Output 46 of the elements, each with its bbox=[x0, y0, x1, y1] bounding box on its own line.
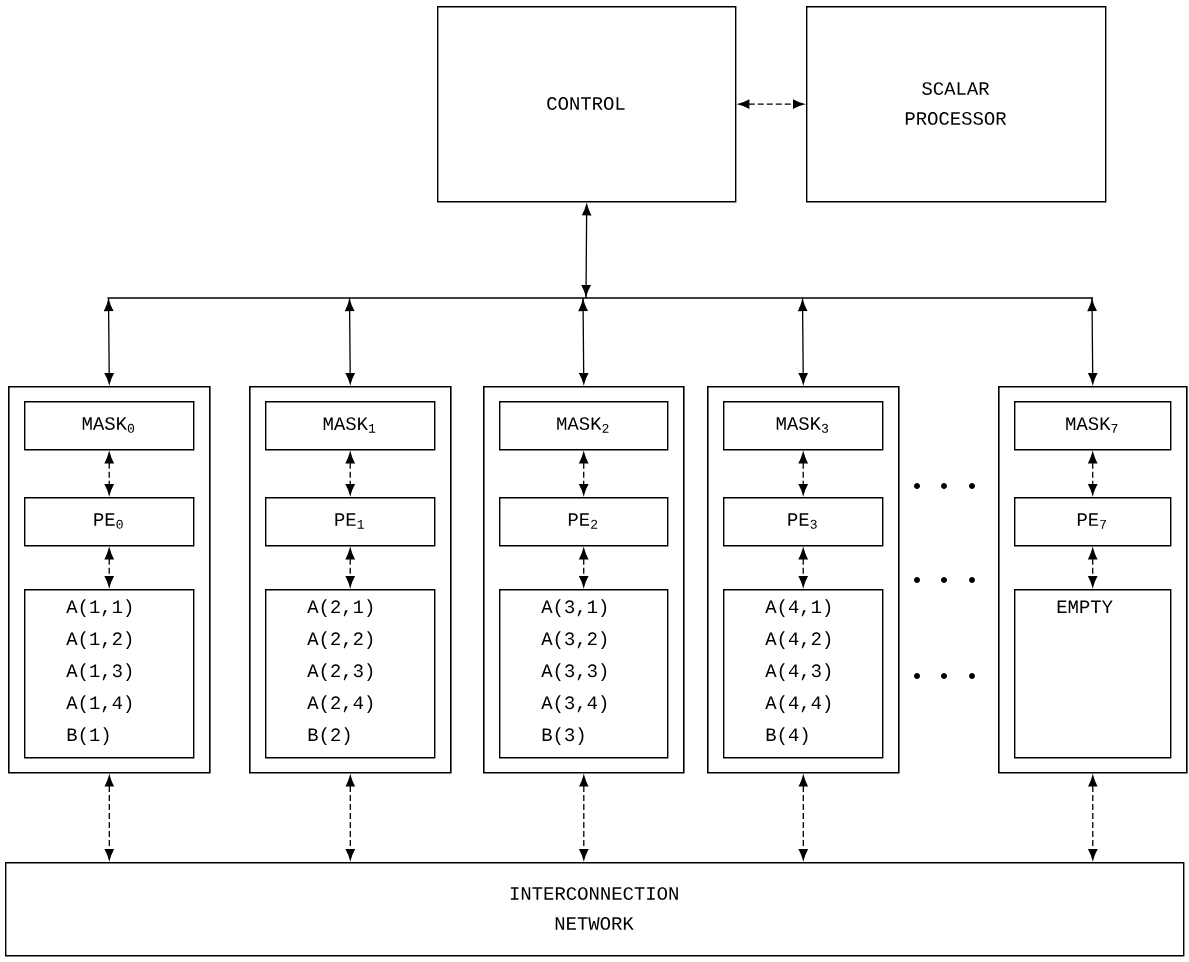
arrow bbox=[1088, 775, 1098, 861]
control-box: CONTROL bbox=[437, 6, 737, 203]
arrow bbox=[738, 99, 805, 109]
pe-box: PE$_{0}$ bbox=[24, 497, 195, 547]
arrow bbox=[1088, 452, 1098, 496]
memory-box: A(4,1) A(4,2) A(4,3) A(4,4) B(4) bbox=[723, 589, 884, 759]
pe-box: PE$_{1}$ bbox=[265, 497, 436, 547]
processor-element-frame bbox=[483, 386, 685, 774]
arrow bbox=[104, 775, 114, 861]
mask-box: MASK$_{0}$ bbox=[24, 401, 195, 451]
processor-element-frame bbox=[249, 386, 452, 774]
mask-box: MASK$_{7}$ bbox=[1014, 401, 1172, 451]
arrow bbox=[579, 452, 589, 496]
arrow bbox=[579, 548, 589, 588]
arrow bbox=[345, 297, 355, 385]
mask-box: MASK$_{2}$ bbox=[499, 401, 669, 451]
pe-box: PE$_{2}$ bbox=[499, 497, 669, 547]
arrow bbox=[104, 452, 114, 496]
arrow bbox=[798, 548, 808, 588]
processor-element-frame bbox=[707, 386, 900, 774]
arrow bbox=[581, 204, 592, 299]
arrow bbox=[798, 452, 808, 496]
arrow bbox=[1087, 297, 1098, 385]
pe-box: PE$_{7}$ bbox=[1014, 497, 1172, 547]
mask-box: MASK$_{3}$ bbox=[723, 401, 884, 451]
arrow bbox=[345, 452, 355, 496]
memory-box: A(3,1) A(3,2) A(3,3) A(3,4) B(3) bbox=[499, 589, 669, 759]
arrow bbox=[104, 297, 114, 385]
arrow bbox=[579, 775, 589, 861]
memory-box: A(1,1) A(1,2) A(1,3) A(1,4) B(1) bbox=[24, 589, 195, 759]
arrow bbox=[1088, 548, 1098, 588]
network-box: INTERCONNECTION NETWORK bbox=[5, 862, 1185, 957]
arrow bbox=[345, 775, 355, 861]
arrow bbox=[578, 297, 589, 385]
memory-box: EMPTY bbox=[1014, 589, 1172, 759]
arrow bbox=[798, 775, 808, 861]
arrow bbox=[798, 297, 808, 385]
pe-box: PE$_{3}$ bbox=[723, 497, 884, 547]
arrow bbox=[104, 548, 114, 588]
mask-box: MASK$_{1}$ bbox=[265, 401, 436, 451]
memory-box: A(2,1) A(2,2) A(2,3) A(2,4) B(2) bbox=[265, 589, 436, 759]
processor-box: SCALAR PROCESSOR bbox=[806, 6, 1107, 203]
processor-element-frame bbox=[998, 386, 1188, 774]
arrow bbox=[345, 548, 355, 588]
bus-line bbox=[106, 297, 1094, 299]
processor-element-frame bbox=[8, 386, 211, 774]
